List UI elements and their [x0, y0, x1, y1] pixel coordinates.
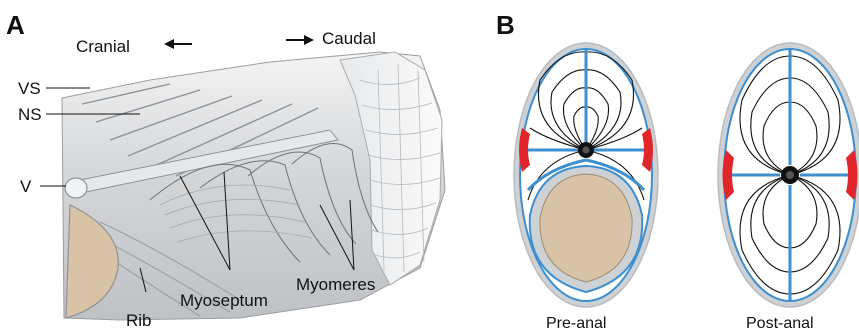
caudal-arrow	[286, 35, 314, 45]
caudal-label: Caudal	[322, 29, 376, 48]
pre-anal-section: Pre-anal	[514, 43, 658, 332]
panel-a: A Cranial Caudal	[6, 10, 445, 330]
panel-a-letter: A	[6, 10, 25, 40]
rib-label: Rib	[126, 311, 152, 330]
post-anal-caption: Post-anal	[746, 315, 814, 332]
ns-label: NS	[18, 105, 42, 124]
fish-trunk-illustration	[62, 52, 445, 320]
pre-anal-caption: Pre-anal	[546, 315, 606, 332]
post-anal-section: Post-anal	[718, 43, 859, 332]
v-label: V	[20, 177, 32, 196]
vs-label: VS	[18, 79, 41, 98]
cranial-arrow	[164, 39, 192, 49]
panel-b: B	[496, 10, 859, 332]
myomeres-label: Myomeres	[296, 275, 375, 294]
cranial-label: Cranial	[76, 37, 130, 56]
myoseptum-label: Myoseptum	[180, 291, 268, 310]
panel-b-letter: B	[496, 10, 515, 40]
